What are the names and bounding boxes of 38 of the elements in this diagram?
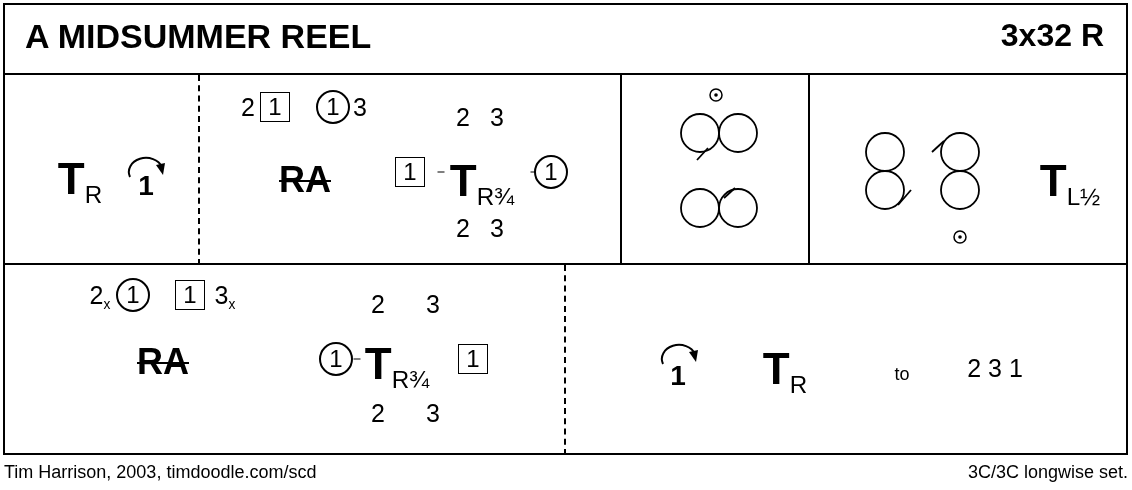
figure-symbol: T$_{R}$ — [57, 157, 103, 207]
rights-and-lefts-symbol: RA — [137, 344, 189, 380]
bar-cell — [200, 75, 622, 265]
dancer-number: 3 — [353, 94, 367, 120]
circled-dancer-number: 1 — [116, 278, 150, 312]
dancer-number: 2$_{x}$ — [89, 282, 111, 312]
dance-title: A MIDSUMMER REEL — [25, 17, 372, 56]
dancer-number: 3 — [490, 104, 504, 130]
dancer-number: 3 — [426, 400, 440, 426]
set-note: 3C/3C longwise set. — [967, 463, 1128, 481]
dancer-number: 2 — [371, 291, 385, 317]
credit-text: Tim Harrison, 2003, timdoodle.com/scd — [4, 463, 317, 481]
boxed-dancer-number: 1 — [458, 344, 488, 374]
dancer-number: 2 — [456, 215, 470, 241]
figure-symbol: T$_{R}$ — [762, 347, 808, 397]
dancer-number: 3 — [426, 291, 440, 317]
dancer-number: 3 — [490, 215, 504, 241]
dancer-number: 2 — [241, 94, 255, 120]
dancer-number: 2 — [456, 104, 470, 130]
dance-format: 3x32 R — [1000, 19, 1104, 51]
figure-symbol: T$_{L½}$ — [1039, 159, 1101, 209]
dancer-number: 2 — [371, 400, 385, 426]
circled-dancer-number: 1 — [316, 90, 350, 124]
circled-dancer-number: 1 — [319, 342, 353, 376]
dancer-number: 3$_{x}$ — [214, 282, 236, 312]
note-text: to — [894, 365, 910, 383]
dancer-number: 1 — [138, 172, 154, 200]
boxed-dancer-number: 1 — [260, 92, 290, 122]
rights-and-lefts-symbol: RA — [279, 162, 331, 198]
boxed-dancer-number: 1 — [175, 280, 205, 310]
figure-symbol: T$_{R¾}$ — [449, 159, 515, 209]
dancer-number: 1 — [670, 362, 686, 390]
figure-symbol: T$_{R¾}$ — [364, 342, 430, 392]
dancer-number: 2 3 1 — [967, 355, 1023, 381]
figure-cell — [622, 75, 810, 265]
circled-dancer-number: 1 — [534, 155, 568, 189]
bar-cell — [3, 75, 200, 265]
boxed-dancer-number: 1 — [395, 157, 425, 187]
